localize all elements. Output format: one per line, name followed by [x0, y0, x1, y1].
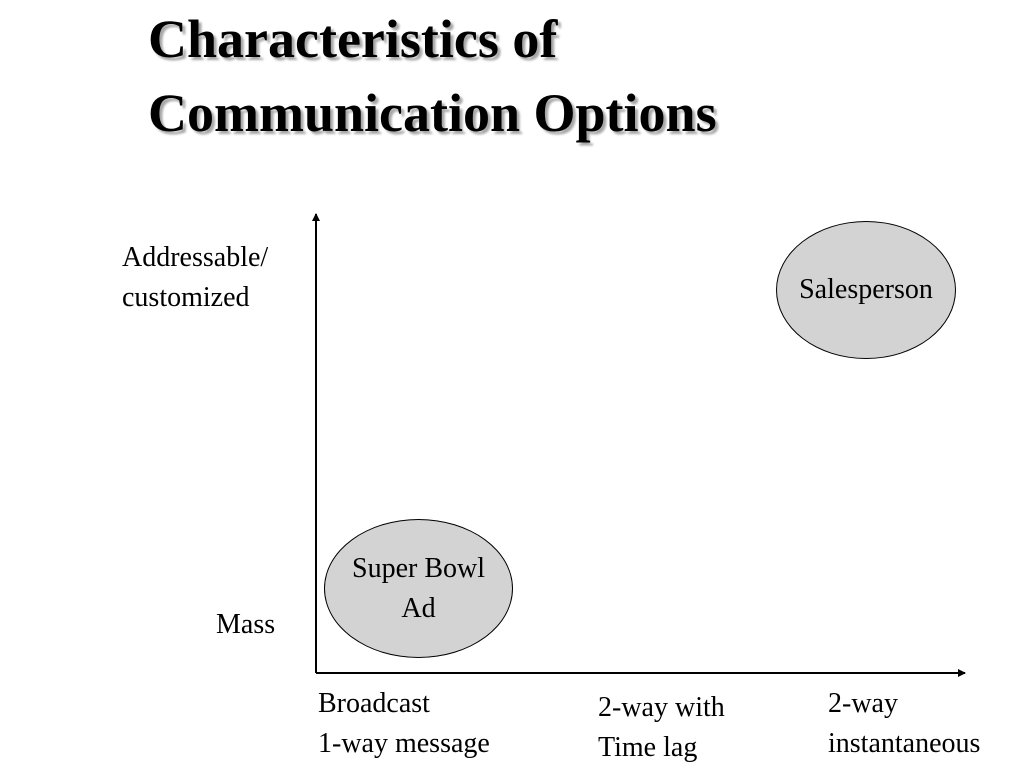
salesperson-bubble-label: Salesperson	[799, 274, 933, 305]
x-axis-middle-label-line-1: 2-way with	[598, 692, 725, 723]
x-axis-left-label-line-2: 1-way message	[318, 728, 490, 759]
super-bowl-ad-bubble: Super Bowl Ad	[324, 519, 513, 658]
slide-title: Characteristics of Communication Options	[148, 2, 717, 150]
y-axis-top-label: Addressable/ customized	[122, 238, 268, 318]
x-axis-right-label: 2-way instantaneous	[828, 684, 980, 764]
y-axis-top-label-line-1: Addressable/	[122, 242, 269, 273]
y-axis-bottom-label: Mass	[216, 609, 276, 640]
x-axis-left-label-line-1: Broadcast	[318, 688, 430, 719]
super-bowl-ad-bubble-line-1: Super Bowl	[352, 552, 485, 584]
x-axis-left-label: Broadcast 1-way message	[318, 684, 490, 764]
salesperson-bubble: Salesperson	[776, 221, 956, 359]
x-axis-middle-label-line-2: Time lag	[598, 732, 698, 763]
slide-title-line-2: Communication Options	[148, 83, 717, 143]
y-axis-top-label-line-2: customized	[122, 282, 250, 313]
slide-title-line-1: Characteristics of	[148, 9, 558, 69]
x-axis-middle-label: 2-way with Time lag	[598, 688, 725, 768]
x-axis-right-label-line-1: 2-way	[828, 688, 898, 719]
x-axis-right-label-line-2: instantaneous	[828, 728, 981, 759]
super-bowl-ad-bubble-line-2: Ad	[401, 592, 436, 624]
